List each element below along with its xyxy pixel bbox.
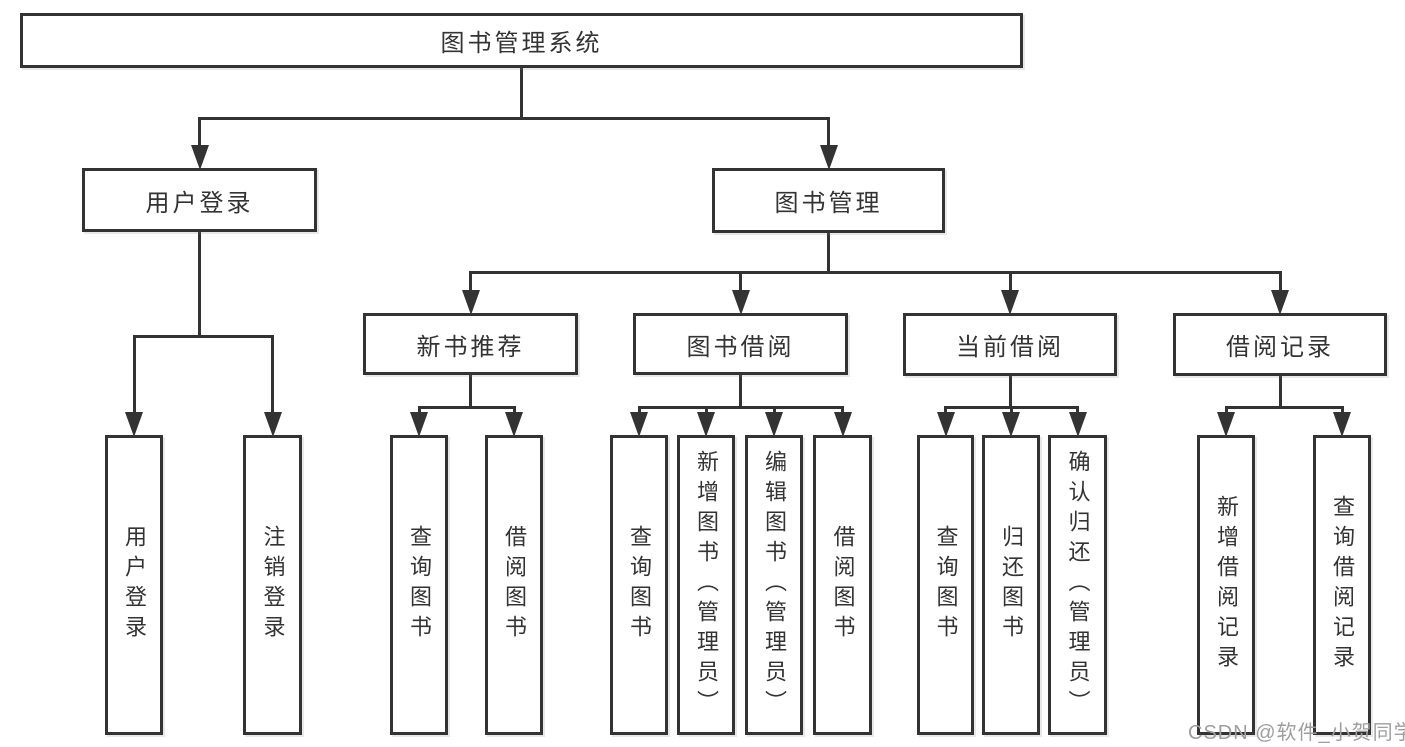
connector-line — [827, 117, 830, 146]
node-book-mgmt: 图书管理 — [712, 168, 945, 233]
arrow-down-icon — [1068, 412, 1087, 437]
connector-line — [841, 406, 844, 413]
connector-line — [704, 406, 708, 413]
connector-line — [469, 271, 1282, 274]
node-current-borrow: 当前借阅 — [903, 313, 1117, 376]
connector-line — [469, 271, 472, 291]
connector-line — [132, 335, 274, 338]
arrow-down-icon — [263, 412, 282, 437]
connector-line — [637, 406, 844, 409]
arrow-down-icon — [410, 412, 428, 437]
node-user-login-leaf: 用户登录 — [105, 435, 163, 735]
connector-line — [1009, 406, 1013, 413]
node-return-books: 归还图书 — [982, 435, 1040, 735]
arrow-down-icon — [1271, 290, 1289, 315]
arrow-down-icon — [1217, 412, 1235, 437]
node-book-borrow: 图书借阅 — [633, 313, 848, 375]
connector-line — [739, 271, 742, 291]
connector-line — [198, 117, 830, 120]
connector-line — [772, 406, 776, 413]
connector-line — [271, 335, 274, 413]
node-user-login: 用户登录 — [82, 168, 317, 232]
arrow-down-icon — [1002, 412, 1020, 437]
node-query-books-3: 查询图书 — [917, 435, 974, 735]
arrow-down-icon — [1001, 290, 1019, 315]
watermark: CSDN @软件_小贺同学 — [1188, 722, 1405, 744]
connector-line — [1224, 406, 1344, 409]
node-root: 图书管理系统 — [20, 13, 1023, 68]
node-edit-books: 编辑图书（管理员） — [745, 435, 803, 735]
connector-line — [637, 406, 641, 413]
node-query-books-1: 查询图书 — [390, 435, 448, 735]
arrow-down-icon — [461, 290, 480, 315]
connector-line — [1008, 271, 1012, 291]
connector-line — [944, 406, 947, 413]
connector-line — [198, 231, 201, 338]
node-borrow-books-2: 借阅图书 — [813, 435, 872, 735]
connector-line — [1340, 406, 1344, 413]
arrow-down-icon — [190, 145, 209, 170]
arrow-down-icon — [1333, 412, 1351, 437]
arrow-down-icon — [833, 412, 852, 437]
connector-line — [469, 374, 472, 409]
connector-line — [198, 117, 201, 146]
connector-line — [417, 406, 516, 409]
connector-line — [1076, 406, 1079, 413]
connector-line — [1278, 271, 1282, 291]
connector-line — [739, 374, 742, 409]
connector-line — [132, 335, 136, 413]
arrow-down-icon — [125, 412, 143, 437]
connector-line — [512, 406, 516, 413]
arrow-down-icon — [819, 145, 838, 170]
arrow-down-icon — [697, 412, 715, 437]
node-new-book-rec: 新书推荐 — [363, 313, 578, 375]
connector-line — [1008, 375, 1012, 409]
connector-line — [520, 67, 523, 120]
node-confirm-return: 确认归还（管理员） — [1048, 435, 1107, 735]
connector-line — [1278, 375, 1282, 409]
arrow-down-icon — [731, 290, 750, 315]
connector-line — [827, 232, 830, 274]
arrow-down-icon — [936, 412, 955, 437]
connector-line — [1224, 406, 1228, 413]
node-query-books-2: 查询图书 — [610, 435, 668, 735]
node-borrow-records: 借阅记录 — [1173, 313, 1387, 376]
arrow-down-icon — [505, 412, 523, 437]
node-query-borrow-record: 查询借阅记录 — [1313, 435, 1371, 735]
arrow-down-icon — [630, 412, 648, 437]
arrow-down-icon — [765, 412, 783, 437]
node-logout: 注销登录 — [243, 435, 302, 735]
connector-line — [417, 406, 421, 413]
node-add-books: 新增图书（管理员） — [677, 435, 735, 735]
node-borrow-books-1: 借阅图书 — [485, 435, 543, 735]
node-add-borrow-record: 新增借阅记录 — [1197, 435, 1255, 735]
